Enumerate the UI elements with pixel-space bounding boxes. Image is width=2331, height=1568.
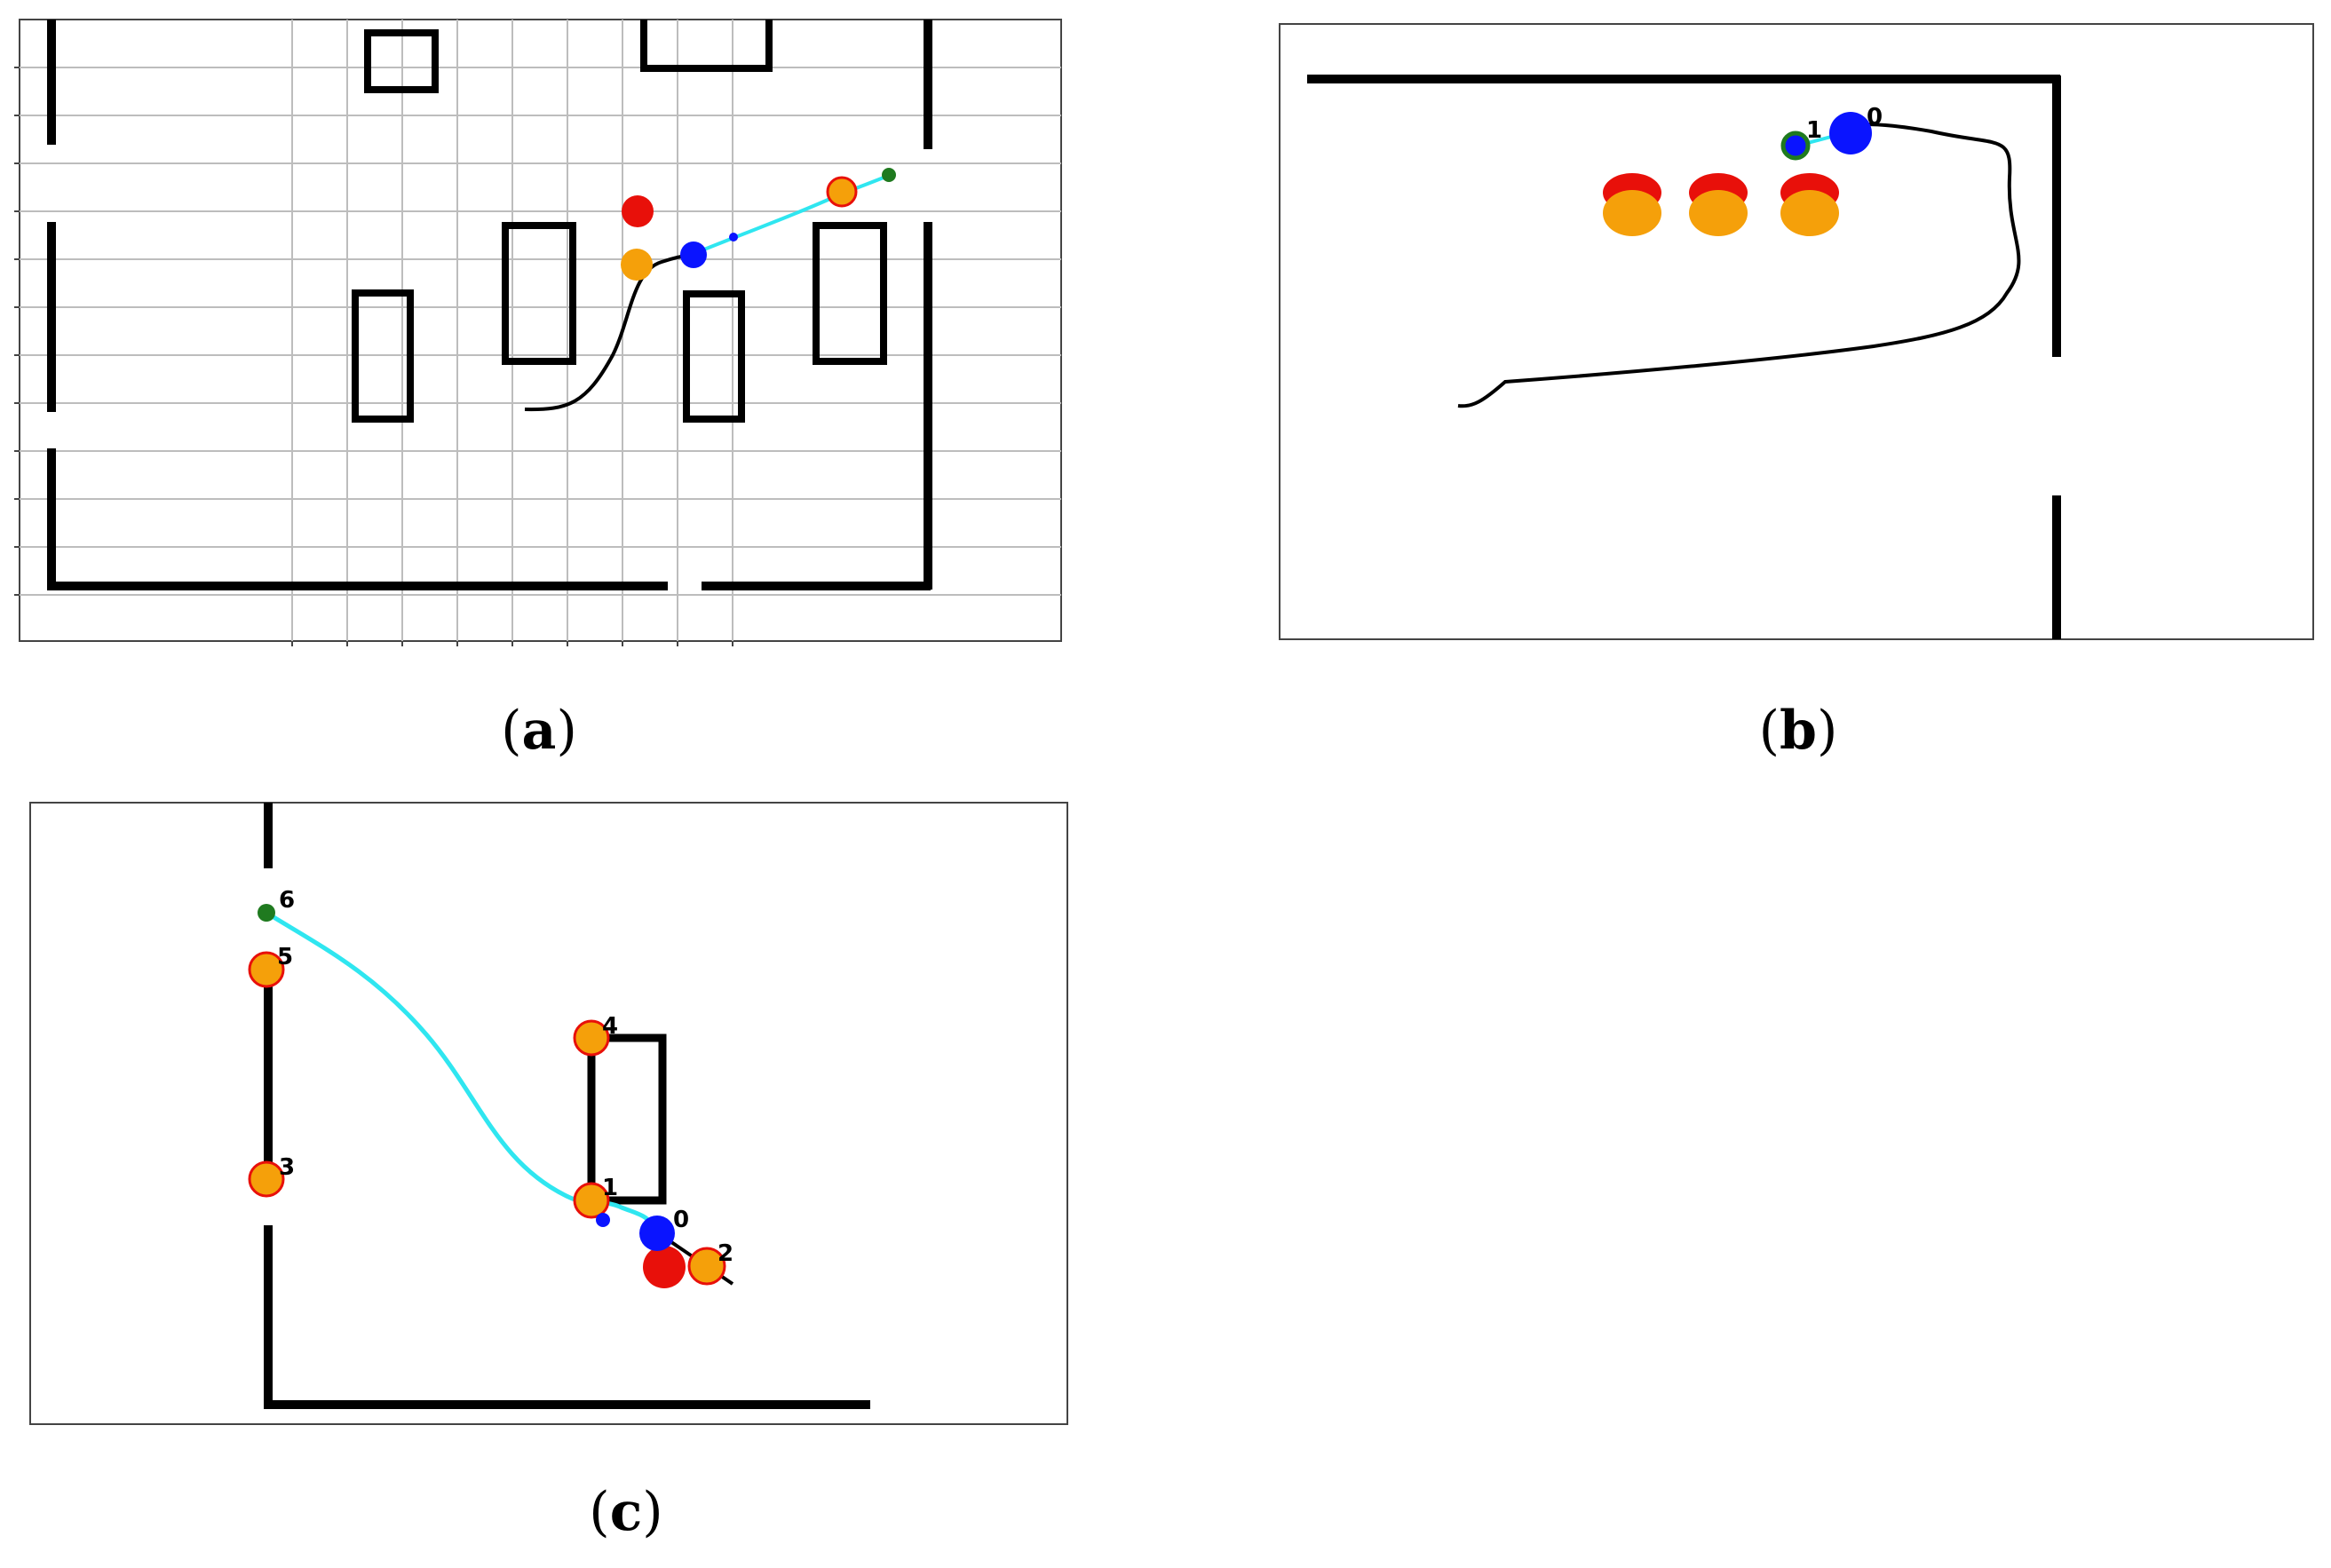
plot-frame [19, 19, 1062, 642]
human-orange [1689, 190, 1748, 236]
human-orange [1780, 190, 1839, 236]
caption-b: (b) [1758, 700, 1838, 762]
grid [14, 20, 1061, 646]
robot-lookahead [596, 1213, 610, 1227]
label-6: 6 [279, 887, 295, 914]
label-0: 0 [1867, 104, 1883, 131]
label-1: 1 [602, 1175, 618, 1201]
plot-frame [1279, 23, 2314, 640]
obstacle [813, 222, 887, 365]
plot-frame [29, 802, 1068, 1425]
caption-a: (a) [501, 700, 577, 762]
label-3: 3 [279, 1154, 295, 1181]
label-5: 5 [277, 944, 293, 970]
executed-path [524, 253, 692, 412]
obstacles [352, 20, 887, 423]
humans [1603, 173, 1839, 236]
robot [639, 1216, 675, 1251]
waypoint-marker [573, 1019, 610, 1057]
label-2: 2 [718, 1240, 733, 1267]
panel-c-canvas: 0 1 2 3 4 5 6 [29, 802, 1068, 1425]
robot [680, 242, 707, 268]
panel-b-canvas: 1 0 [1279, 23, 2314, 640]
obstacle [352, 289, 414, 423]
waypoint-marker [248, 951, 285, 988]
human-red [622, 195, 654, 227]
robot [1829, 112, 1872, 154]
panel-a-canvas [14, 19, 1062, 646]
obstacle [683, 290, 745, 423]
obstacle [364, 29, 439, 93]
panel-b: 1 0 [1270, 0, 2331, 657]
human-orange [621, 249, 653, 281]
caption-c: (c) [589, 1481, 663, 1543]
panel-c: 0 1 2 3 4 5 6 [0, 781, 1092, 1456]
goal [258, 904, 275, 922]
walls [47, 20, 932, 590]
goal [882, 168, 896, 182]
label-0: 0 [673, 1207, 689, 1233]
human-orange [1603, 190, 1661, 236]
walls [1307, 75, 2061, 639]
waypoint-marker [573, 1182, 610, 1219]
waypoint-marker [248, 1160, 285, 1198]
human-red [643, 1246, 686, 1288]
obstacle [640, 20, 773, 72]
obstacle [502, 222, 576, 365]
waypoint-marker [826, 176, 858, 208]
panel-a [0, 0, 1083, 657]
robot-lookahead [729, 233, 738, 242]
goal [1780, 131, 1811, 161]
walls [264, 803, 870, 1409]
executed-path [1457, 123, 2021, 408]
label-1: 1 [1806, 117, 1822, 144]
waypoint-marker [687, 1247, 726, 1286]
label-4: 4 [602, 1013, 618, 1040]
planned-path [265, 910, 660, 1234]
obstacle [587, 1033, 667, 1205]
